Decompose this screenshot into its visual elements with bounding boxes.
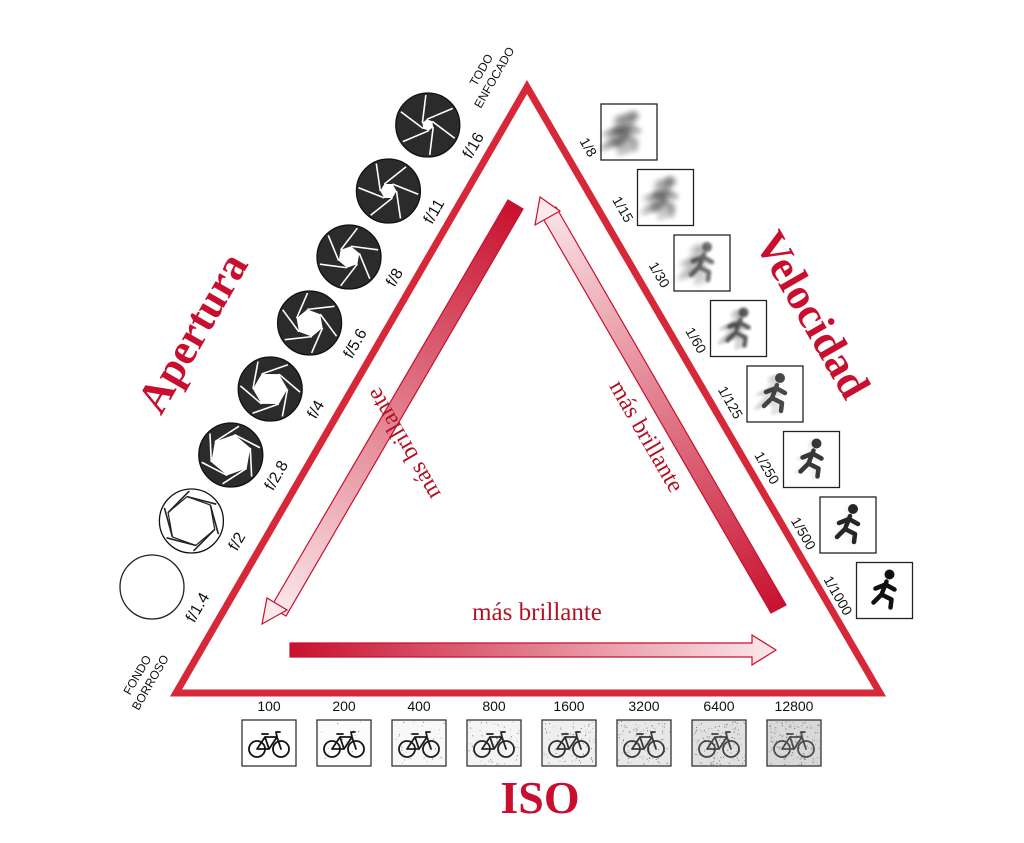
aperture-icon (198, 422, 264, 488)
bicycle-icon (248, 731, 290, 758)
shutter-tile (673, 234, 731, 292)
arrow-bottom-label: más brillante (472, 599, 602, 626)
todo-enfocado-note: TODO ENFOCADO (467, 45, 518, 111)
iso-value-label: 1600 (553, 698, 584, 714)
running-person-icon (794, 438, 824, 480)
bicycle-icon (398, 731, 440, 758)
bicycle-icon (698, 731, 740, 758)
iso-tile (241, 719, 297, 767)
aperture-label: f/2.8 (262, 458, 292, 494)
iso-value-label: 3200 (628, 698, 659, 714)
arrow-left-brighter (261, 199, 524, 626)
arrow-right-brighter (534, 195, 787, 614)
bicycle-icon (473, 731, 515, 758)
running-person-icon (640, 176, 678, 221)
running-person-icon (599, 111, 642, 157)
iso-tile (391, 719, 447, 767)
aperture-icon (395, 92, 461, 158)
shutter-speed-label: 1/30 (646, 259, 674, 291)
arrow-bottom-brighter (289, 633, 778, 667)
aperture-label: f/4 (304, 398, 328, 422)
shutter-tile (746, 365, 804, 423)
aperture-icon (237, 356, 303, 422)
aperture-label: f/2 (226, 530, 250, 554)
iso-value-label: 12800 (775, 698, 814, 714)
exposure-triangle (169, 80, 887, 697)
iso-value-label: 6400 (703, 698, 734, 714)
iso-value-label: 100 (257, 698, 281, 714)
shutter-tile (636, 168, 695, 227)
shutter-tile (599, 103, 658, 161)
running-person-icon (717, 307, 751, 351)
running-person-icon (871, 569, 897, 610)
iso-title: ISO (500, 772, 579, 823)
iso-tile (691, 719, 747, 767)
bicycle-icon (548, 731, 590, 758)
aperture-label: f/1.4 (183, 590, 213, 626)
aperture-label: f/8 (383, 266, 407, 290)
shutter-tile (782, 430, 841, 489)
iso-value-label: 800 (482, 698, 506, 714)
aperture-label: f/11 (421, 196, 449, 227)
running-person-icon (753, 373, 788, 416)
shutter-speed-label: 1/60 (682, 324, 710, 356)
iso-tile (616, 719, 672, 767)
iso-tile (766, 719, 822, 767)
running-person-icon (830, 504, 861, 546)
iso-scale: 100 200 400 800 1600 3200 6400 12800 (241, 698, 822, 767)
bicycle-icon (623, 731, 665, 758)
shutter-speed-label: 1/8 (577, 135, 601, 160)
shutter-tile (855, 561, 914, 620)
fondo-borroso-note: FONDO BORROSO (120, 652, 171, 712)
shutter-tile (819, 496, 877, 554)
bicycle-icon (773, 731, 815, 758)
shutter-speed-label: 1/15 (609, 193, 637, 225)
aperture-icon (355, 158, 422, 224)
iso-tile (466, 719, 522, 767)
iso-tile (316, 719, 372, 767)
iso-value-label: 400 (407, 698, 431, 714)
aperture-icon (158, 488, 225, 554)
shutter-tile (709, 299, 768, 358)
aperture-label: f/5.6 (341, 326, 371, 362)
iso-value-label: 200 (332, 698, 356, 714)
bicycle-icon (323, 731, 365, 758)
aperture-icon (276, 290, 343, 356)
aperture-icon (119, 554, 185, 620)
running-person-icon (676, 242, 715, 286)
aperture-icon (316, 224, 382, 290)
iso-tile (541, 719, 597, 767)
